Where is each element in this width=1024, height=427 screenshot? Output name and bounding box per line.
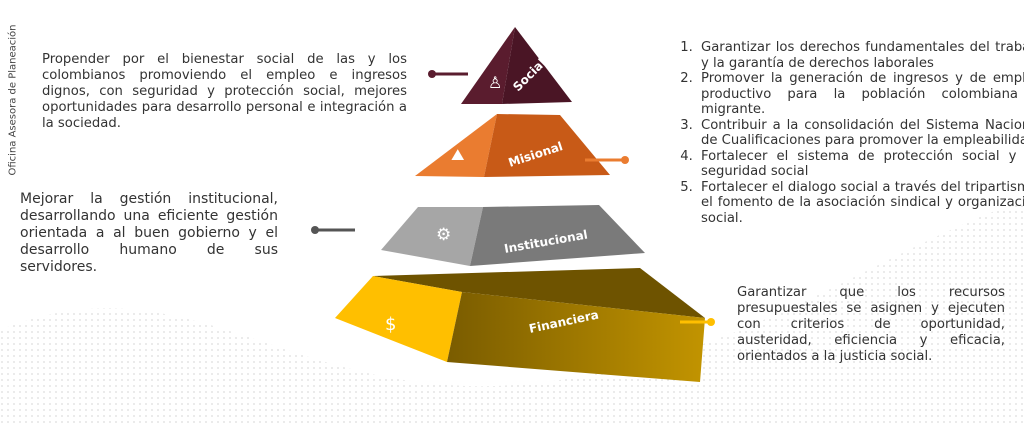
pyramid-level-social: Social ♙ [428,27,572,104]
dotted-wave-decoration [0,200,1024,427]
misional-list: Garantizar los derechos fundamentales de… [665,40,1024,226]
social-description: Propender por el bienestar social de las… [42,52,407,131]
list-item: Promover la generación de ingresos y de … [697,71,1024,118]
sidebar-label: Oficina Asesora de Planeación [7,24,19,176]
money-bag-icon: $ [385,314,396,335]
pyramid-level-misional: Misional ⛰ [415,114,629,177]
institucional-description: Mejorar la gestión institucional, desarr… [20,191,278,275]
mountain-flag-icon: ⛰ [451,145,465,164]
list-item: Fortalecer el dialogo social a través de… [697,180,1024,227]
list-item: Contribuir a la consolidación del Sistem… [697,118,1024,149]
list-item: Fortalecer el sistema de protección soci… [697,149,1024,180]
pyramid-level-financiera: Financiera $ [335,268,715,382]
pyramid-level-institucional: Institucional ⚙ [311,205,645,266]
person-icon: ♙ [488,73,502,92]
gear-person-icon: ⚙ [436,225,451,245]
financiera-description: Garantizar que los recursos presupuestal… [737,285,1005,364]
list-item: Garantizar los derechos fundamentales de… [697,40,1024,71]
